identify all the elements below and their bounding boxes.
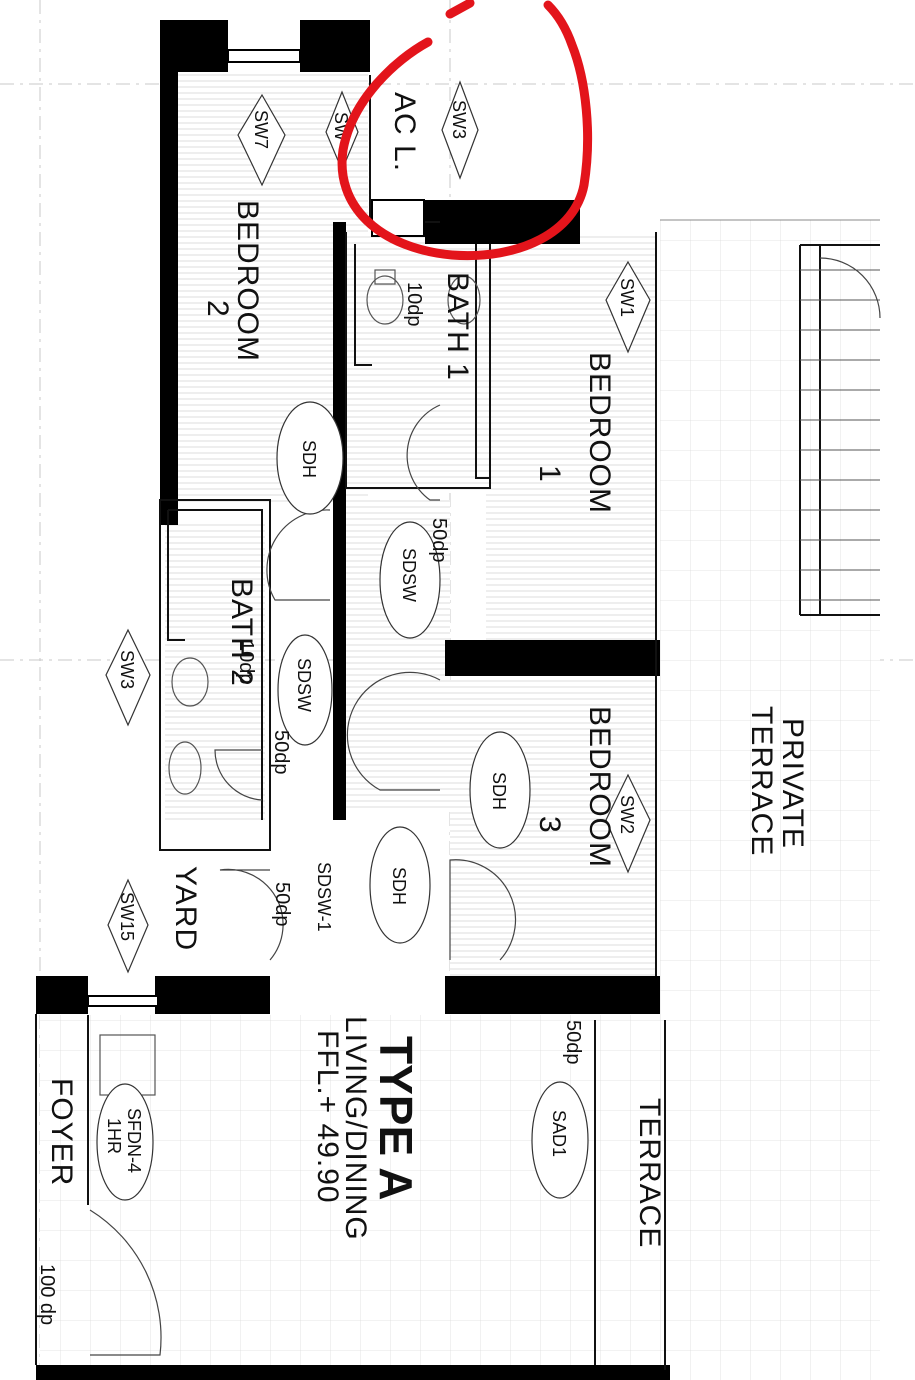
bath1-floor	[346, 232, 486, 492]
terrace-label: TERRACE	[633, 1098, 666, 1248]
private-terrace-label-line1: PRIVATE	[776, 718, 809, 849]
dim-hall-50dp: 50dp	[428, 518, 450, 563]
bath2-floor	[165, 520, 265, 820]
tag-sdsw-bath2: SDSW	[294, 658, 314, 712]
dim-foyer-100dp: 100 dp	[36, 1264, 58, 1325]
ffl-label: FFL.+ 49.90	[311, 1030, 344, 1204]
private-terrace-label-line2: TERRACE	[745, 706, 778, 856]
window-frames	[87, 49, 425, 1007]
dim-bath2-10dp: 10dp	[235, 640, 257, 685]
tag-sfdn-line2: 1HR	[104, 1118, 124, 1154]
stair-treads	[800, 269, 880, 601]
dim-terrace-50dp: 50dp	[562, 1020, 584, 1065]
tag-sfdn-line1: SFDN-4	[124, 1108, 144, 1173]
plan-title: TYPE A	[370, 1036, 422, 1200]
tag-sw1: SW1	[617, 278, 637, 317]
dim-bath2-50dp: 50dp	[270, 730, 292, 775]
dim-yard-50dp: 50dp	[271, 882, 293, 927]
toilet-bath2	[171, 657, 209, 707]
toilet-bath1	[366, 275, 404, 325]
tag-sdh-bedroom2: SDH	[299, 440, 319, 478]
tag-shapes	[96, 80, 651, 1201]
bedroom2-label-line2: 2	[201, 300, 234, 318]
ac-ledge-label: AC L.	[388, 92, 421, 172]
tag-sdh-hall: SDH	[389, 867, 409, 905]
red-markup-circle	[337, 0, 593, 261]
walls	[36, 20, 670, 1380]
bedroom2-label-line1: BEDROOM	[231, 200, 264, 362]
bedroom1-label-line2: 1	[533, 465, 566, 483]
tag-sw3-left: SW3	[117, 650, 137, 689]
basin-bath1	[447, 275, 481, 325]
tag-sw7: SW7	[251, 110, 271, 149]
bedroom3-label-line1: BEDROOM	[583, 706, 616, 868]
terrace-floor	[660, 220, 880, 1380]
tag-sdsw1: SDSW-1	[314, 862, 334, 932]
tag-sw3-top: SW3	[449, 100, 469, 139]
foyer-label: FOYER	[45, 1078, 78, 1186]
basin-bath2	[168, 741, 202, 795]
tag-sw2: SW2	[617, 795, 637, 834]
bedroom3-label-line2: 3	[533, 816, 566, 834]
tag-sw15: SW15	[117, 892, 137, 941]
living-dining-label: LIVING/DINING	[339, 1016, 372, 1241]
yard-label: YARD	[169, 866, 202, 951]
dim-bath1-10dp: 10dp	[403, 282, 425, 327]
bedroom1-label-line1: BEDROOM	[583, 352, 616, 514]
tag-sdh-bedroom3: SDH	[489, 772, 509, 810]
tag-sdsw-center: SDSW	[399, 548, 419, 602]
tag-sad1: SAD1	[549, 1110, 569, 1157]
bath1-label: BATH 1	[441, 272, 474, 381]
bath2-label: BATH 2	[225, 578, 258, 687]
